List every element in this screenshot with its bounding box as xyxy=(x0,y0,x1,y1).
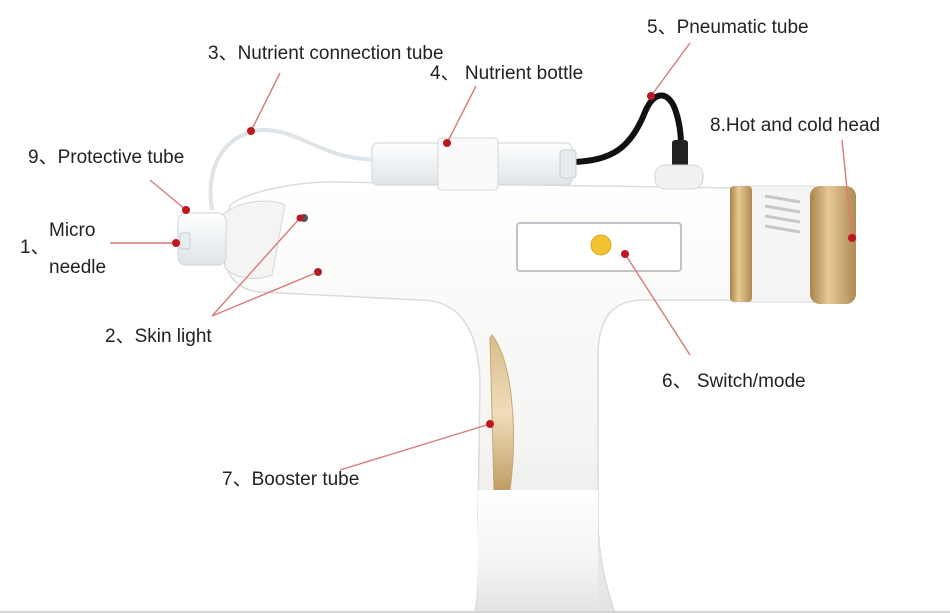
marker-switch-mode xyxy=(621,250,629,258)
label-nutrient-connection-tube: 3、Nutrient connection tube xyxy=(208,43,444,64)
label-protective-tube: 9、Protective tube xyxy=(28,147,185,168)
switch-button xyxy=(590,234,612,256)
label-hot-cold-head: 8.Hot and cold head xyxy=(710,115,881,136)
marker-skin-light-upper xyxy=(296,214,304,222)
bottom-border xyxy=(0,611,950,613)
micro-needle-tip xyxy=(179,232,191,250)
label-skin-light: 2、Skin light xyxy=(105,326,212,347)
marker-micro-needle xyxy=(172,239,180,247)
gold-ring-right xyxy=(810,186,856,304)
pneumatic-base xyxy=(654,164,704,190)
marker-protective-tube xyxy=(182,206,190,214)
label-switch-mode: 6、 Switch/mode xyxy=(662,371,806,392)
nutrient-bottle-cap xyxy=(559,149,577,179)
pneumatic-tube xyxy=(574,92,685,171)
marker-booster-tube xyxy=(486,420,494,428)
marker-nutrient-bottle xyxy=(443,139,451,147)
pneumatic-tube-connector xyxy=(672,140,688,170)
marker-hot-cold-head xyxy=(848,234,856,242)
nutrient-connection-tube xyxy=(208,127,381,211)
handle-base xyxy=(478,490,598,612)
leader-lines xyxy=(110,42,853,471)
marker-nutrient-connection-tube xyxy=(247,127,255,135)
marker-dots xyxy=(172,92,856,428)
label-nutrient-bottle: 4、 Nutrient bottle xyxy=(430,63,584,84)
label-micro-needle-number: 1、 xyxy=(20,237,50,258)
gold-ring-left xyxy=(730,186,752,302)
front-nozzle xyxy=(221,200,286,279)
label-pneumatic-tube: 5、Pneumatic tube xyxy=(647,17,809,38)
label-micro-needle-line1: Micro xyxy=(49,220,96,241)
label-micro-needle-line2: needle xyxy=(49,257,107,278)
vent-slots xyxy=(764,194,801,234)
nutrient-bottle-clip xyxy=(437,137,499,191)
label-booster-tube: 7、Booster tube xyxy=(222,469,360,490)
marker-skin-light-lower xyxy=(314,268,322,276)
micro-needle-cap xyxy=(177,212,227,266)
marker-pneumatic-tube xyxy=(647,92,655,100)
